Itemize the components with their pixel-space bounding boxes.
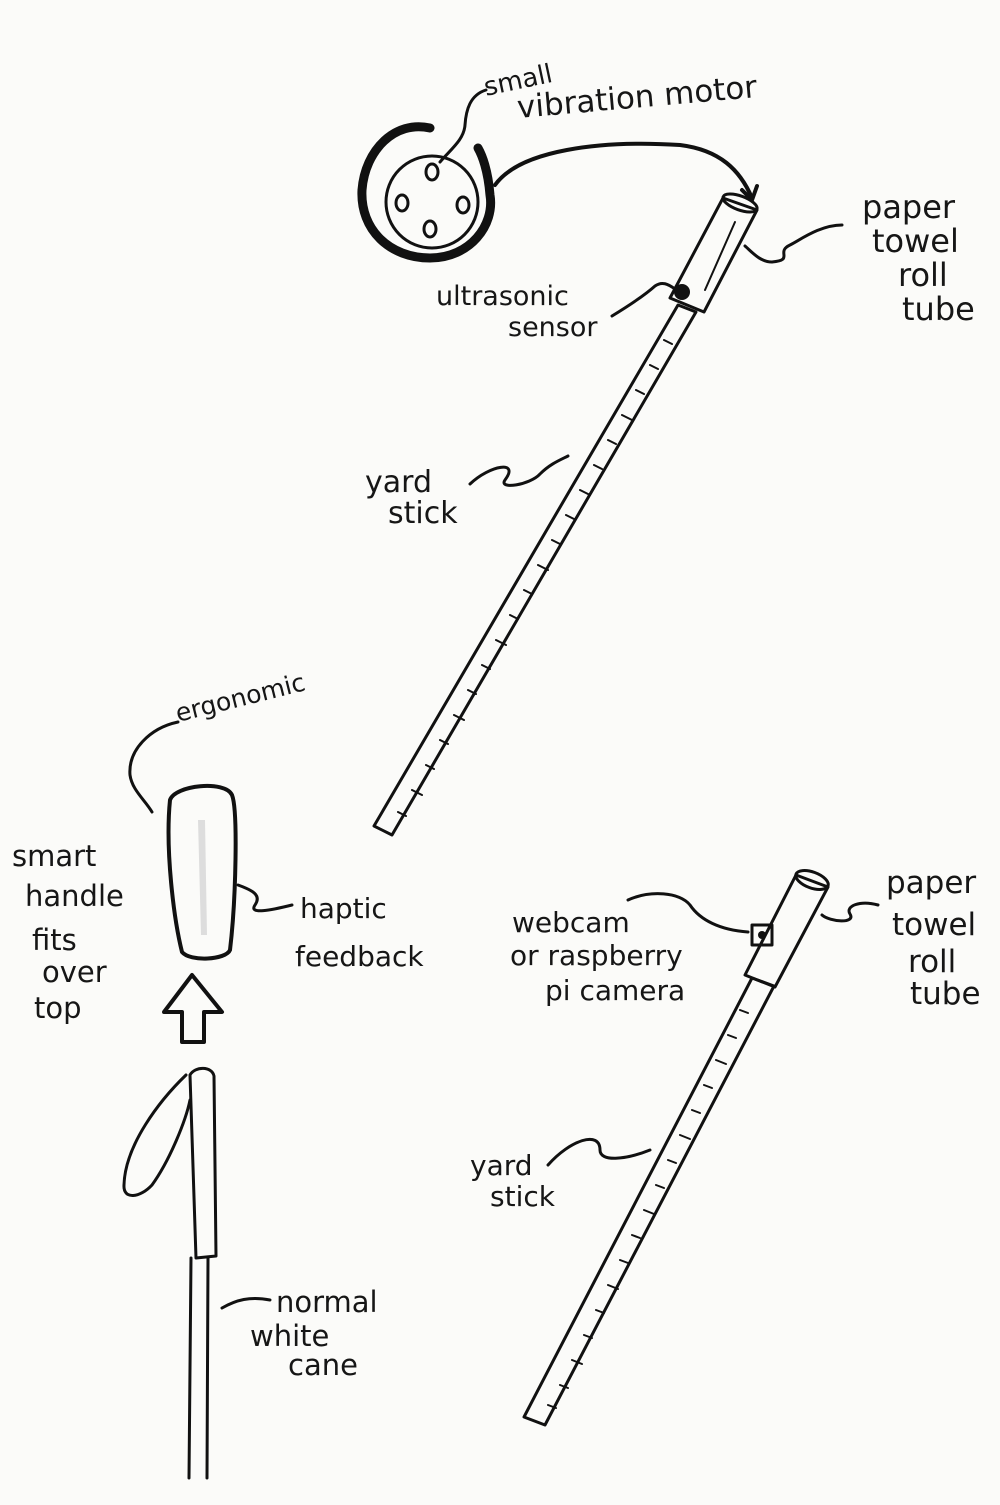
label-line: cane (288, 1348, 358, 1382)
label-yard-stick-bottom: yard stick (470, 1149, 556, 1213)
label-line: tube (910, 976, 981, 1012)
leader-white-cane (222, 1298, 270, 1308)
label-line: feedback (295, 940, 424, 973)
label-line: webcam (512, 906, 630, 939)
leader-yard-stick-top (470, 456, 568, 485)
label-line: top (34, 991, 82, 1025)
label-line: over (42, 955, 107, 989)
label-smart-handle: smart handle fits over top (12, 839, 124, 1025)
label-paper-tube-bottom: paper towel roll tube (886, 865, 981, 1012)
label-line: handle (25, 879, 124, 913)
label-line: stick (388, 496, 458, 531)
leader-yard-stick-bottom (548, 1139, 650, 1165)
label-line: roll (908, 944, 956, 980)
label-line: towel (892, 907, 976, 943)
label-line: sensor (508, 312, 598, 343)
label-line: yard (365, 465, 432, 500)
leader-paper-tube-bottom (822, 903, 878, 921)
label-line: tube (902, 290, 975, 328)
label-paper-tube-top: paper towel roll tube (862, 188, 975, 328)
label-line: stick (490, 1180, 556, 1213)
label-haptic: haptic feedback (295, 892, 424, 973)
label-yard-stick-top: yard stick (365, 465, 458, 531)
label-line: paper (862, 188, 956, 226)
label-ultrasonic: ultrasonic sensor (436, 281, 598, 343)
vibration-motor-drawing (362, 127, 491, 258)
label-line: roll (898, 256, 948, 294)
label-line: pi camera (545, 974, 685, 1007)
label-line: normal (276, 1285, 378, 1319)
label-line: paper (886, 865, 976, 901)
leader-ultrasonic (612, 283, 675, 316)
leader-haptic (238, 885, 292, 911)
label-line: fits (32, 923, 77, 957)
label-line: or raspberry (510, 939, 683, 972)
label-ergonomic: ergonomic (172, 668, 308, 728)
label-line: haptic (300, 892, 387, 925)
label-line: smart (12, 839, 96, 873)
white-cane-drawing (124, 1068, 216, 1478)
label-webcam: webcam or raspberry pi camera (510, 906, 685, 1007)
up-arrow-icon (164, 975, 222, 1042)
label-line: ultrasonic (436, 281, 569, 312)
motor-wire (495, 144, 752, 198)
leader-paper-tube-top (745, 225, 842, 262)
label-line: yard (470, 1149, 533, 1182)
smart-handle-drawing (169, 786, 236, 959)
label-line: towel (872, 222, 959, 260)
leader-webcam (628, 894, 748, 932)
label-vibration-motor: small vibration motor (481, 59, 758, 126)
